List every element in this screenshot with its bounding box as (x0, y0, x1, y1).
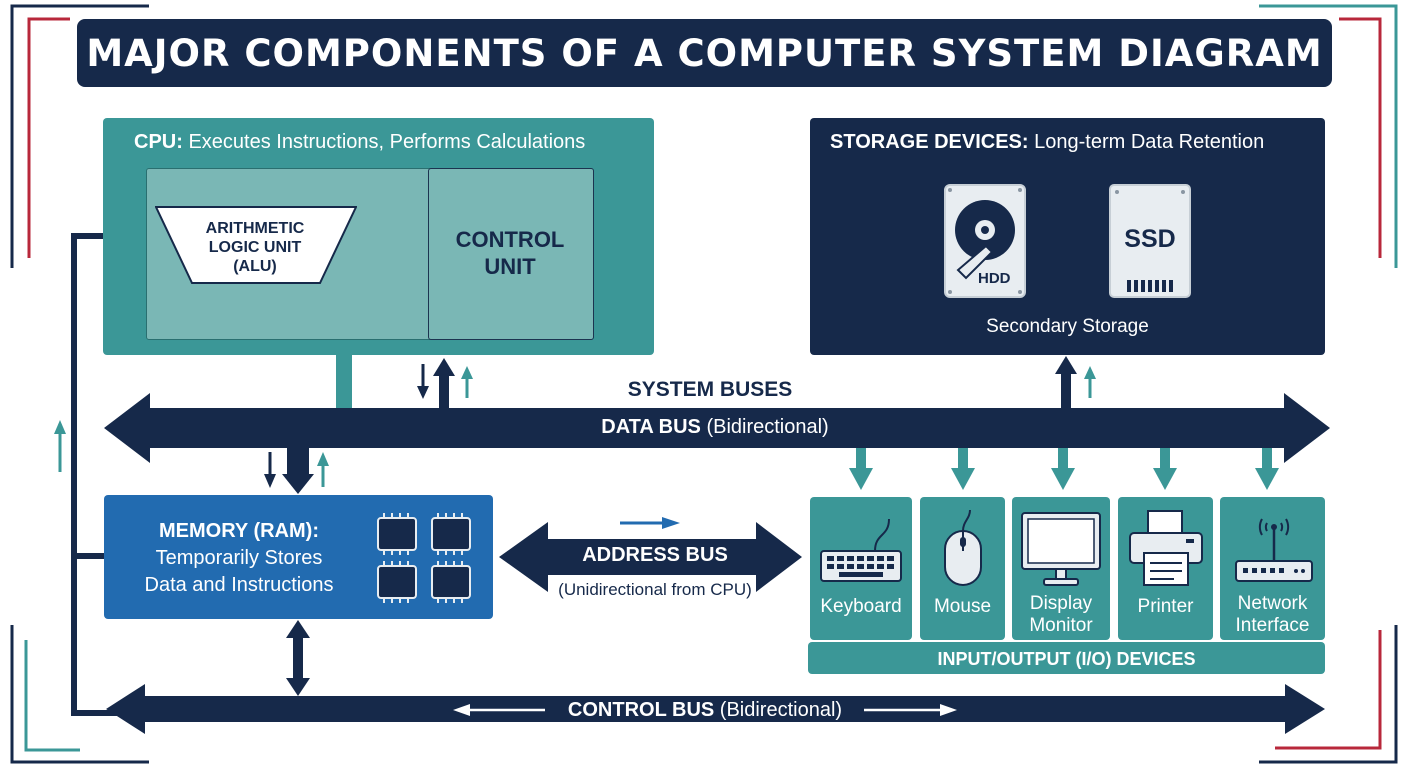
io-device-keyboard: Keyboard (810, 497, 912, 640)
data-bus-arrow (104, 393, 1330, 463)
control-direction-arrows (453, 704, 957, 716)
cpu-bus-arrows (417, 358, 473, 408)
address-bus-label: ADDRESS BUS (582, 544, 728, 566)
memory-description-line: Data and Instructions (144, 574, 334, 596)
alu-label-line: LOGIC UNIT (208, 239, 302, 256)
cpu-bus-connector (336, 353, 352, 408)
storage-subtitle: Secondary Storage (986, 316, 1149, 337)
hdd-icon (944, 184, 1026, 298)
hdd-label: HDD (978, 270, 1011, 287)
control-bus-arrow (106, 684, 1325, 734)
io-device-label: Mouse (933, 596, 992, 617)
system-buses-label: SYSTEM BUSES (627, 378, 793, 401)
storage-title-bold: STORAGE DEVICES: (830, 131, 1029, 153)
io-device-network: Network Interface (1220, 497, 1325, 640)
storage-bus-arrows (1055, 356, 1096, 408)
router-icon (1235, 518, 1313, 582)
control-bus-label-bold: CONTROL BUS (567, 699, 715, 721)
alu-label-line: (ALU) (233, 258, 277, 275)
io-device-label: Keyboard (820, 596, 902, 617)
storage-title: STORAGE DEVICES: Long-term Data Retentio… (830, 131, 1264, 154)
alu-label-line: ARITHMETIC (205, 220, 305, 237)
monitor-icon (1021, 512, 1101, 586)
printer-icon (1129, 510, 1203, 586)
io-device-printer: Printer (1118, 497, 1213, 640)
address-bus-arrow (499, 522, 802, 592)
cpu-title-bold: CPU: (134, 131, 183, 153)
io-device-mouse: Mouse (920, 497, 1005, 640)
cpu-title: CPU: Executes Instructions, Performs Cal… (134, 131, 585, 154)
storage-box (810, 118, 1325, 355)
io-device-label: Interface (1235, 615, 1310, 636)
mouse-icon (944, 509, 982, 586)
ram-chip-icon (377, 513, 471, 603)
alu-trapezoid (155, 206, 357, 284)
control-unit-label: CONTROL UNIT (428, 226, 592, 280)
control-line-left (54, 233, 120, 716)
ssd-icon (1109, 184, 1191, 298)
io-device-label: Monitor (1029, 615, 1093, 636)
corner-frame-decoration (10, 4, 1398, 764)
control-unit-label-line: CONTROL (455, 227, 565, 252)
io-devices-label: INPUT/OUTPUT (I/O) DEVICES (808, 642, 1325, 674)
io-device-display: Display Monitor (1012, 497, 1110, 640)
data-bus-label: DATA BUS (Bidirectional) (480, 416, 950, 439)
keyboard-icon (820, 518, 902, 582)
control-unit-label-line: UNIT (484, 254, 536, 279)
memory-title: MEMORY (RAM): (159, 520, 319, 542)
memory-description-line: Temporarily Stores (155, 547, 323, 569)
memory-box (104, 495, 493, 619)
io-device-label: Network (1237, 593, 1308, 614)
io-bus-arrows (849, 448, 1279, 490)
io-device-label: Printer (1137, 596, 1194, 617)
address-direction-arrow (620, 517, 680, 529)
memory-label: MEMORY (RAM): Temporarily Stores Data an… (112, 518, 366, 599)
memory-bus-arrows (264, 448, 329, 494)
ssd-label: SSD (1124, 225, 1176, 253)
alu-label: ARITHMETIC LOGIC UNIT (ALU) (170, 219, 340, 276)
address-bus-sublabel: (Unidirectional from CPU) (558, 580, 752, 599)
io-device-label: Display (1029, 593, 1093, 614)
control-bus-label-text: (Bidirectional) (714, 699, 843, 721)
diagram-title: MAJOR COMPONENTS OF A COMPUTER SYSTEM DI… (77, 19, 1332, 87)
data-bus-label-bold: DATA BUS (601, 416, 701, 438)
cpu-title-text: Executes Instructions, Performs Calculat… (182, 131, 586, 153)
data-bus-label-text: (Bidirectional) (700, 416, 829, 438)
control-unit-box (428, 168, 594, 340)
storage-title-text: Long-term Data Retention (1028, 131, 1265, 153)
control-bus-label: CONTROL BUS (Bidirectional) (530, 699, 880, 722)
memory-control-arrow (286, 620, 310, 696)
